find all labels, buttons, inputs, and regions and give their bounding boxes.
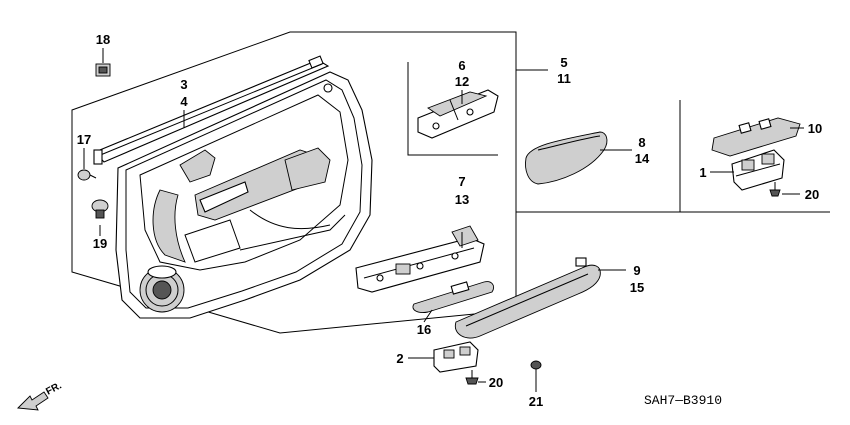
callout-11: 11 bbox=[557, 71, 571, 86]
clip-19 bbox=[91, 199, 109, 219]
power-window-switch-1 bbox=[731, 149, 785, 191]
bracket-7-13 bbox=[355, 225, 485, 293]
callout-13: 13 bbox=[455, 192, 469, 207]
callout-20-lower: 20 bbox=[489, 375, 503, 390]
clip-17 bbox=[77, 169, 97, 181]
screw-21 bbox=[530, 360, 542, 386]
callout-21: 21 bbox=[529, 394, 543, 409]
callout-9: 9 bbox=[633, 263, 640, 278]
screw-20-upper bbox=[769, 182, 781, 197]
callout-14: 14 bbox=[635, 151, 650, 166]
callout-4: 4 bbox=[180, 94, 188, 109]
screw-20-lower bbox=[465, 370, 479, 385]
callout-8: 8 bbox=[638, 135, 645, 150]
callout-20-upper: 20 bbox=[805, 187, 819, 202]
armrest-inset-frame bbox=[515, 104, 830, 213]
callout-12: 12 bbox=[455, 74, 469, 89]
callout-2: 2 bbox=[396, 351, 403, 366]
callout-15: 15 bbox=[630, 280, 644, 295]
front-direction-label: FR. bbox=[44, 380, 64, 397]
callout-5: 5 bbox=[560, 55, 567, 70]
callout-labels: 18 3 4 17 19 6 12 5 11 8 14 10 1 20 7 13… bbox=[77, 32, 822, 409]
armrest-8-14 bbox=[525, 131, 608, 185]
clip-18 bbox=[95, 63, 111, 77]
callout-7: 7 bbox=[458, 174, 465, 189]
callout-10: 10 bbox=[808, 121, 822, 136]
callout-18: 18 bbox=[96, 32, 110, 47]
callout-16: 16 bbox=[417, 322, 431, 337]
callout-17: 17 bbox=[77, 132, 91, 147]
callout-19: 19 bbox=[93, 236, 107, 251]
switch-base-6-12 bbox=[417, 89, 499, 139]
switch-cover-16 bbox=[412, 281, 495, 313]
diagram-code: SAH7—B3910 bbox=[644, 393, 722, 408]
leader-lines bbox=[83, 48, 804, 392]
door-lining bbox=[115, 71, 373, 319]
switch-inset-frame bbox=[407, 62, 498, 156]
callout-3: 3 bbox=[180, 77, 187, 92]
callout-6: 6 bbox=[458, 58, 465, 73]
pull-handle-9-15 bbox=[454, 257, 601, 339]
switch-2 bbox=[433, 341, 479, 373]
weatherstrip bbox=[93, 55, 330, 165]
callout-1: 1 bbox=[699, 165, 706, 180]
front-direction-arrow-icon bbox=[17, 391, 49, 411]
switch-panel-10 bbox=[711, 117, 801, 157]
